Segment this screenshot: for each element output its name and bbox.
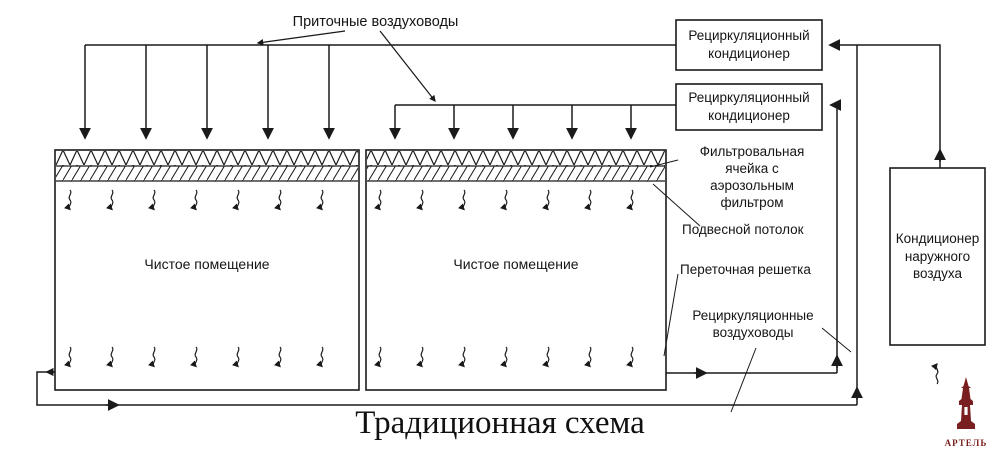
artel-tower-icon bbox=[957, 377, 975, 429]
recirculation-conditioner-2-box bbox=[675, 83, 823, 131]
recirculation-duct-lines bbox=[36, 39, 946, 411]
outdoor-air-conditioner-box bbox=[889, 167, 986, 346]
diagram-title: Традиционная схема bbox=[355, 405, 645, 441]
recirculation-conditioner-2-label: Рециркуляционный кондиционер bbox=[688, 90, 810, 123]
supply-label-pointer-arrows bbox=[256, 30, 436, 103]
supply-duct-line-1 bbox=[79, 44, 676, 140]
transfer-grille-label: Переточная решетка bbox=[680, 262, 811, 277]
supply-duct-line-2 bbox=[389, 104, 676, 140]
supply-ducts-label: Приточные воздуховоды bbox=[292, 14, 459, 30]
filter-band-room1 bbox=[56, 151, 358, 166]
equipment-boxes bbox=[675, 19, 986, 346]
clean-room-2-label: Чистое помещение bbox=[453, 256, 579, 272]
suspended-ceiling-label: Подвесной потолок bbox=[682, 222, 804, 237]
ceiling-band-room2 bbox=[367, 166, 665, 181]
outside-air-intake-arrow bbox=[931, 362, 939, 385]
filter-band-room2 bbox=[367, 151, 665, 166]
artel-logo-text: АРТЕЛЬ bbox=[944, 438, 988, 448]
annotation-leader-lines bbox=[649, 159, 852, 413]
clean-room-1 bbox=[54, 149, 360, 391]
clean-room-1-label: Чистое помещение bbox=[144, 256, 270, 272]
recirculation-ducts-label: Рециркуляционные воздуховоды bbox=[692, 308, 814, 340]
filter-cell-label: Фильтровальная ячейка с аэрозольным филь… bbox=[699, 144, 805, 210]
outdoor-air-conditioner-label: Кондиционер наружного воздуха bbox=[895, 231, 980, 282]
clean-room-2 bbox=[365, 149, 667, 391]
recirculation-conditioner-1-box bbox=[675, 19, 823, 71]
ceiling-band-room1 bbox=[56, 166, 358, 181]
artel-logo: АРТЕЛЬ bbox=[936, 354, 996, 448]
recirculation-conditioner-1-label: Рециркуляционный кондиционер bbox=[688, 28, 810, 61]
